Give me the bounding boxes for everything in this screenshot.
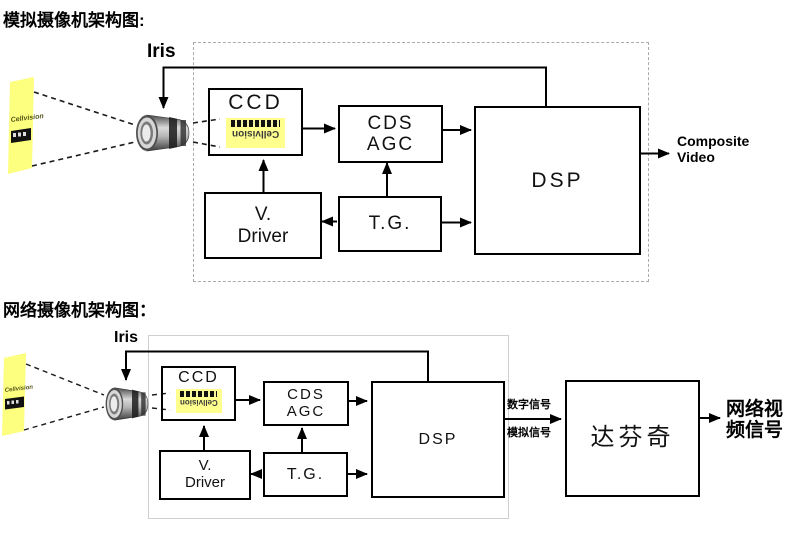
analog-dsp-label: DSP [531, 168, 584, 192]
analog-vdriver-label1: V. [254, 204, 272, 226]
analog-tg-block: T.G. [338, 196, 442, 252]
network-ccd-block: CCD Cellvision [161, 366, 236, 421]
network-video-line2: 频信号 [726, 420, 784, 441]
analog-ccd-block: CCD Cellvision [208, 88, 303, 156]
network-tg-label: T.G. [286, 465, 325, 483]
network-sight-lines [23, 363, 171, 431]
network-card-logo: Cellvision [5, 385, 34, 394]
network-cds-agc-block: CDS AGC [263, 381, 349, 426]
network-vdriver-label1: V. [198, 457, 212, 475]
composite-video-line1: Composite [677, 133, 750, 149]
composite-video-label: Composite Video [677, 133, 749, 165]
network-agc-label: AGC [286, 402, 326, 420]
network-sensor-text: Cellvision [179, 397, 218, 407]
network-sensor-image: Cellvision [175, 388, 222, 413]
analog-dsp-block: DSP [474, 106, 641, 255]
analog-sensor-image: Cellvision [226, 117, 285, 148]
network-iris-label: Iris [114, 329, 139, 346]
analog-target-card-icon: Cellvision [8, 77, 44, 174]
network-v-driver-block: V. Driver [159, 450, 251, 500]
network-diagram-container [148, 335, 509, 519]
analog-cds-label: CDS [367, 112, 414, 134]
digital-signal-label: 数字信号 [507, 399, 551, 411]
network-ccd-label: CCD [178, 369, 219, 386]
network-connectors [121, 350, 721, 479]
analog-connectors [158, 66, 670, 228]
analog-sensor-text: Cellvision [231, 127, 280, 139]
network-tg-block: T.G. [263, 452, 348, 497]
network-video-label: 网络视 频信号 [726, 399, 783, 441]
analog-card-logo: Cellvision [10, 113, 44, 124]
network-cds-label: CDS [287, 385, 325, 403]
analog-diagram-container [193, 42, 649, 282]
analog-agc-label: AGC [366, 134, 415, 155]
network-sensor-bar [179, 390, 218, 397]
analog-tg-label: T.G. [368, 213, 412, 235]
analog-iris-label: Iris [147, 41, 176, 62]
network-dsp-block: DSP [371, 381, 505, 498]
composite-video-line2: Video [677, 149, 715, 165]
analog-section-title: 模拟摄像机架构图: [3, 11, 145, 30]
davinci-block: 达芬奇 [565, 380, 700, 497]
analog-ccd-label: CCD [228, 91, 283, 114]
network-camera-lens-icon [105, 387, 149, 421]
network-video-line1: 网络视 [726, 399, 784, 420]
network-vdriver-label2: Driver [185, 474, 225, 491]
network-target-card-icon: Cellvision [2, 353, 34, 436]
analog-cds-agc-block: CDS AGC [338, 105, 443, 163]
analog-camera-lens-icon [136, 114, 190, 152]
analog-sensor-bar [231, 119, 280, 127]
analog-signal-label: 模拟信号 [507, 427, 551, 439]
analog-sight-lines [31, 91, 221, 167]
analog-vdriver-label2: Driver [237, 225, 289, 247]
network-dsp-label: DSP [418, 430, 458, 448]
network-section-title: 网络摄像机架构图： [3, 301, 156, 320]
davinci-label: 达芬奇 [590, 424, 675, 452]
analog-v-driver-block: V. Driver [204, 192, 322, 259]
